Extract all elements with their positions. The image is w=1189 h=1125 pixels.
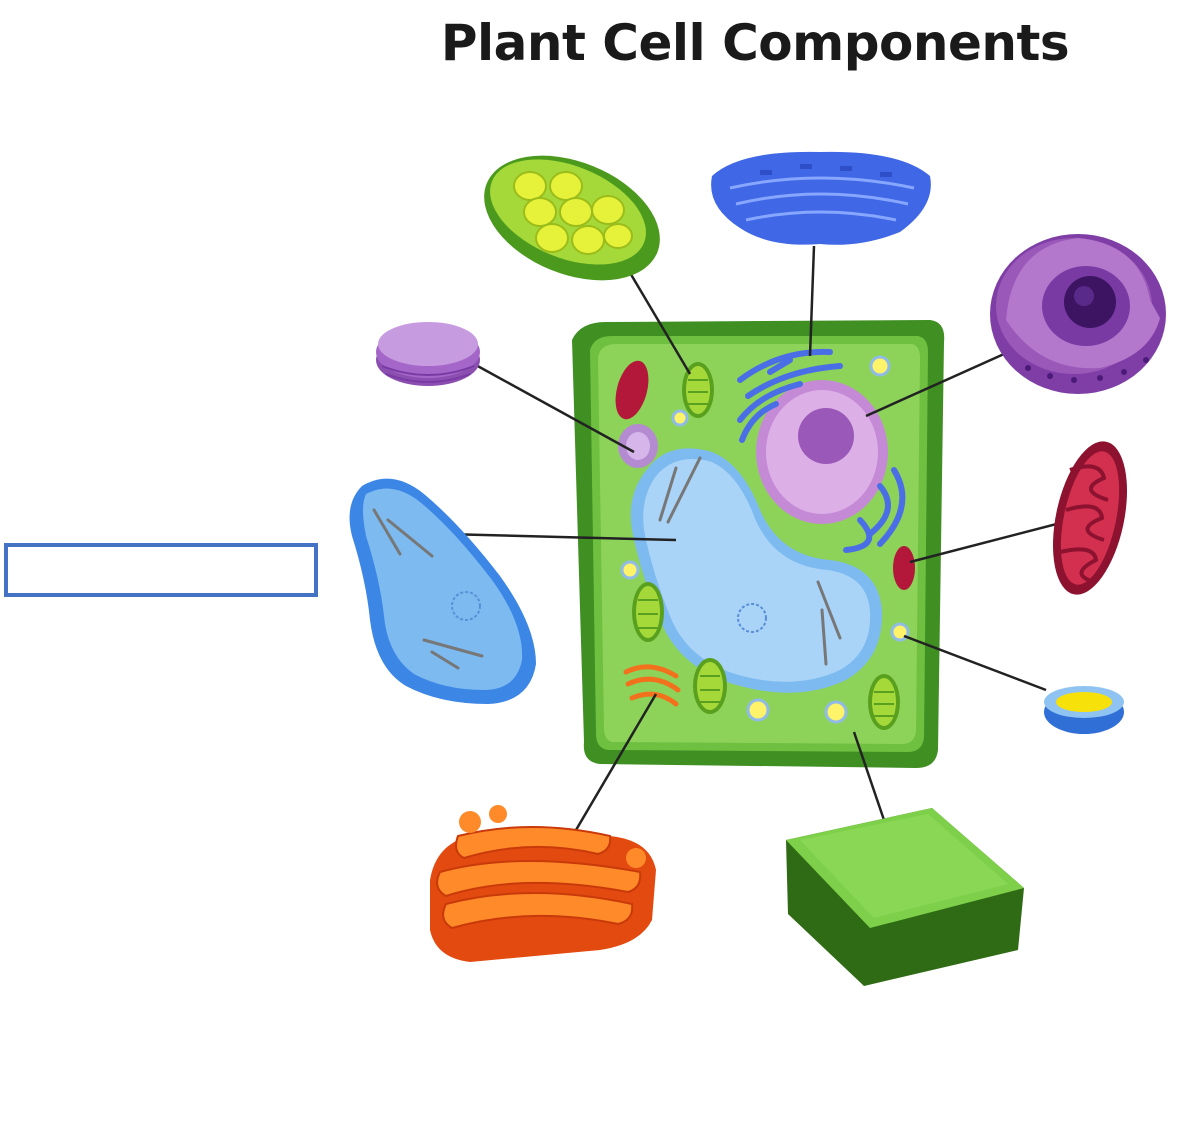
mitochondrion-illustration <box>1041 435 1140 602</box>
nucleolus <box>798 408 854 464</box>
vesicle-illustration <box>1044 686 1124 734</box>
nucleus-illustration <box>990 234 1166 394</box>
plant-cell <box>572 320 944 768</box>
golgi-apparatus-illustration <box>430 805 656 962</box>
answer-box[interactable] <box>4 543 318 597</box>
answer-box-text <box>8 547 314 567</box>
cell-wall-illustration <box>786 808 1024 986</box>
rough-er-illustration <box>711 152 931 245</box>
vacuole-illustration <box>350 479 536 704</box>
golgi-disc-illustration <box>376 322 480 386</box>
chloroplast-illustration <box>466 132 679 305</box>
mitochondrion-in-cell-small <box>893 546 915 590</box>
